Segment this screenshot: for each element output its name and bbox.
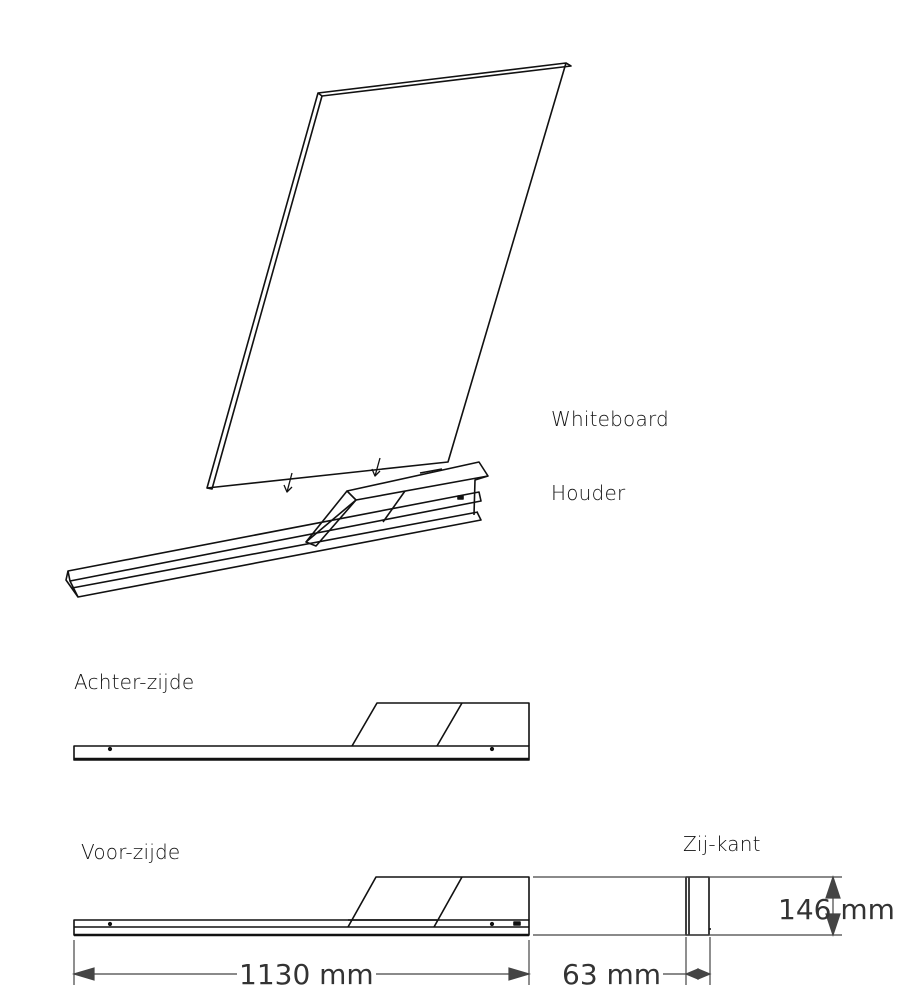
- achter-zijde-label: Achter-zijde: [74, 670, 195, 694]
- houder-label: Houder: [551, 481, 626, 505]
- zij-kant-view: [685, 876, 711, 936]
- arrow-down-icon: [825, 913, 841, 937]
- voor-zijde-view: [73, 876, 530, 937]
- whiteboard-label: Whiteboard: [551, 407, 669, 431]
- depth-dimension: 63 mm: [560, 958, 664, 991]
- arrow-left-icon: [71, 967, 95, 981]
- achter-zijde-view: [73, 702, 530, 761]
- dimension-lines: [71, 875, 842, 985]
- arrow-up-icon: [825, 875, 841, 899]
- insert-arrow-icon: [283, 457, 381, 493]
- houder-isometric: [65, 461, 489, 598]
- height-dimension: 146 mm: [778, 893, 895, 926]
- arrow-right-icon: [508, 967, 532, 981]
- whiteboard-panel: [206, 62, 572, 490]
- zij-kant-label: Zij-kant: [683, 832, 761, 856]
- voor-zijde-label: Voor-zijde: [81, 840, 181, 864]
- length-dimension: 1130 mm: [237, 958, 376, 991]
